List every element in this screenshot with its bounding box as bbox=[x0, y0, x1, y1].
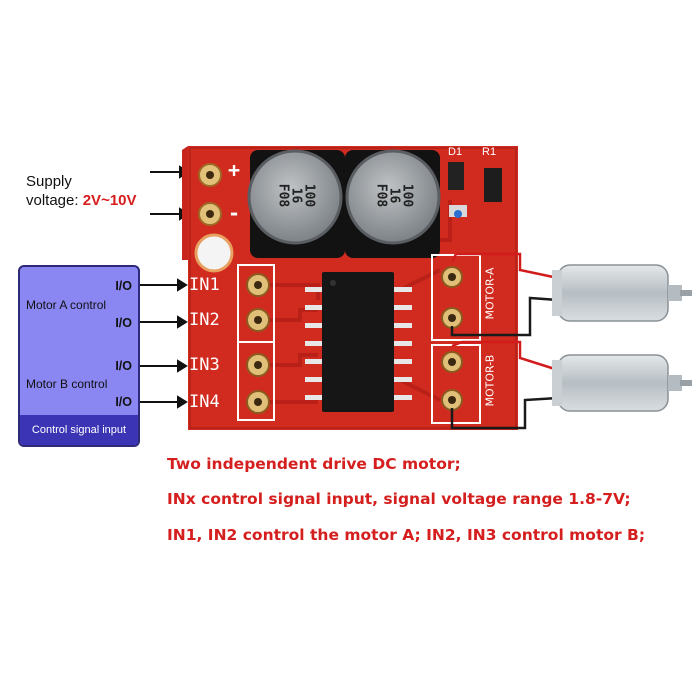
in1-label: IN1 bbox=[189, 275, 220, 295]
driver-ic bbox=[305, 272, 412, 412]
motor-a-control-label: Motor A control bbox=[26, 298, 107, 312]
motor-b-control-label: Motor B control bbox=[26, 377, 108, 391]
input-arrows bbox=[140, 278, 188, 409]
in3-label: IN3 bbox=[189, 355, 220, 375]
motor-headers bbox=[431, 254, 481, 424]
minus-label: - bbox=[228, 201, 241, 225]
power-pads bbox=[194, 163, 234, 273]
control-signal-input-label: Control signal input bbox=[20, 415, 138, 445]
capacitor-1-marking: 100 16 F08 bbox=[275, 183, 317, 208]
io-label-2: I/O bbox=[115, 316, 132, 330]
io-label-3: I/O bbox=[115, 359, 132, 373]
d1-label: D1 bbox=[448, 146, 463, 158]
motor-b bbox=[552, 354, 692, 412]
r1-label: R1 bbox=[482, 146, 497, 158]
supply-voltage-row: voltage: 2V~10V bbox=[26, 192, 137, 209]
io-label-4: I/O bbox=[115, 395, 132, 409]
note-line-2: INx control signal input, signal voltage… bbox=[167, 490, 631, 508]
in4-label: IN4 bbox=[189, 392, 220, 412]
note-line-1: Two independent drive DC motor; bbox=[167, 455, 461, 473]
io-label-1: I/O bbox=[115, 279, 132, 293]
supply-label-line2: voltage: bbox=[26, 192, 79, 209]
smd-parts bbox=[448, 162, 502, 218]
supply-label: Supply bbox=[26, 173, 72, 190]
control-signal-box: I/O Motor A control I/O I/O Motor B cont… bbox=[18, 265, 140, 447]
plus-label: + bbox=[228, 158, 241, 182]
capacitors bbox=[247, 149, 441, 258]
motor-a bbox=[552, 264, 692, 322]
note-line-3: IN1, IN2 control the motor A; IN2, IN3 c… bbox=[167, 526, 646, 544]
motor-wires bbox=[450, 252, 559, 430]
in2-label: IN2 bbox=[189, 310, 220, 330]
motor-a-label: MOTOR-A bbox=[483, 267, 497, 320]
capacitor-2-marking: 100 16 F08 bbox=[373, 183, 415, 208]
motor-b-label: MOTOR-B bbox=[483, 354, 497, 407]
supply-voltage-range: 2V~10V bbox=[82, 192, 137, 209]
input-header bbox=[237, 264, 275, 421]
